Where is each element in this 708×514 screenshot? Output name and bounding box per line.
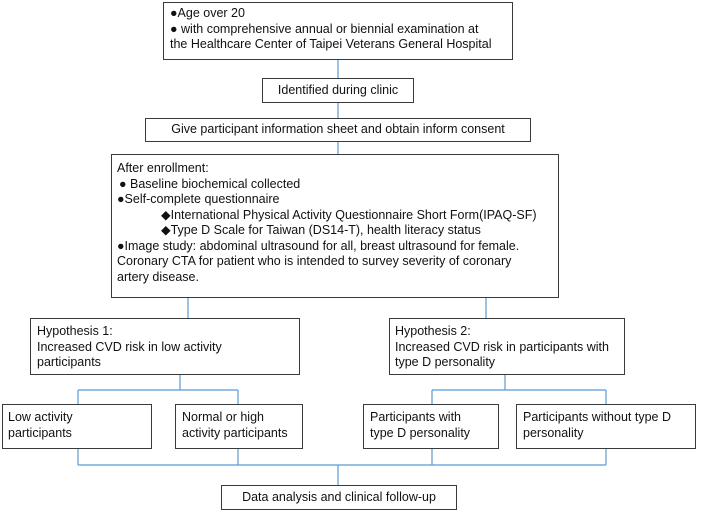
low-activity-box: Low activity participants [2, 404, 152, 449]
identified-text: Identified during clinic [277, 83, 399, 97]
final-box: Data analysis and clinical follow-up [221, 485, 457, 510]
enrollment-line-8: artery disease. [117, 269, 199, 284]
non-type-d-line-2: personality [523, 425, 584, 440]
eligibility-line-3: the Healthcare Center of Taipei Veterans… [170, 37, 492, 51]
enrollment-line-3: ●Self-complete questionnaire [117, 192, 280, 206]
consent-box: Give participant information sheet and o… [145, 118, 531, 142]
low-activity-line-1: Low activity [8, 410, 73, 424]
enrollment-line-4: ◆International Physical Activity Questio… [161, 207, 537, 222]
type-d-line-1: Participants with [370, 410, 462, 424]
non-type-d-box: Participants without type D personality [516, 404, 696, 449]
eligibility-line-1: ●Age over 20 [170, 6, 245, 20]
hypothesis-1-title: Hypothesis 1: [37, 324, 113, 338]
final-text: Data analysis and clinical follow-up [242, 490, 436, 504]
enrollment-box: After enrollment: ● Baseline biochemical… [111, 154, 559, 298]
hypothesis-1-box: Hypothesis 1: Increased CVD risk in low … [30, 318, 300, 375]
enrollment-line-6: ●Image study: abdominal ultrasound for a… [117, 238, 520, 253]
identified-box: Identified during clinic [262, 78, 414, 103]
hypothesis-2-box: Hypothesis 2: Increased CVD risk in part… [389, 318, 625, 375]
enrollment-line-2: ● Baseline biochemical collected [119, 176, 301, 191]
non-type-d-line-1: Participants without type D [523, 410, 671, 424]
normal-high-activity-line-1: Normal or high [182, 410, 264, 424]
low-activity-line-2: participants [8, 425, 72, 440]
normal-high-activity-box: Normal or high activity participants [175, 404, 303, 449]
hypothesis-2-line-2: Increased CVD risk in participants with [395, 339, 609, 354]
enrollment-line-1: After enrollment: [117, 161, 209, 175]
enrollment-line-7: Coronary CTA for patient who is intended… [117, 254, 512, 268]
hypothesis-1-line-2: Increased CVD risk in low activity [37, 339, 222, 354]
consent-text: Give participant information sheet and o… [171, 122, 505, 136]
enrollment-line-5: ◆Type D Scale for Taiwan (DS14-T), healt… [161, 223, 481, 237]
eligibility-box: ●Age over 20 ● with comprehensive annual… [163, 2, 513, 60]
hypothesis-2-title: Hypothesis 2: [395, 324, 471, 338]
hypothesis-1-line-3: participants [37, 355, 101, 369]
type-d-line-2: type D personality [370, 425, 471, 440]
normal-high-activity-line-2: activity participants [182, 425, 288, 440]
eligibility-line-2: ● with comprehensive annual or biennial … [170, 21, 479, 36]
type-d-box: Participants with type D personality [363, 404, 499, 449]
hypothesis-2-line-3: type D personality [395, 355, 496, 369]
